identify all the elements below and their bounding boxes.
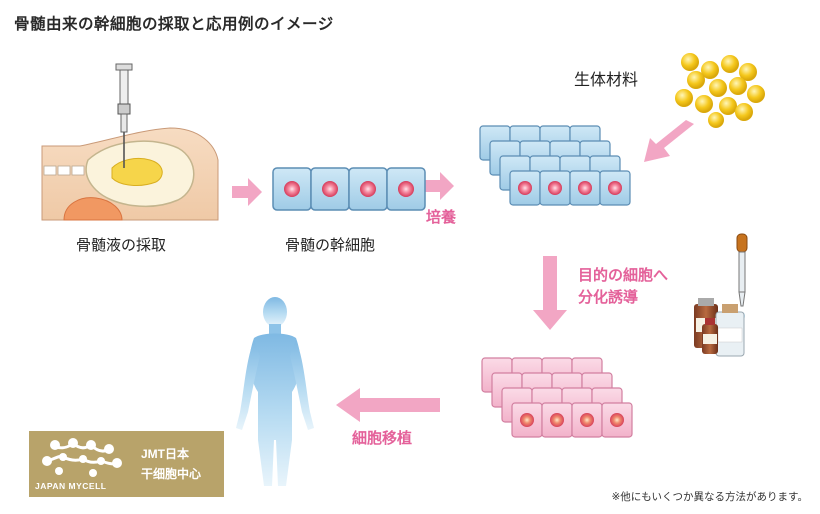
logo-brand-text: JAPAN MYCELL (35, 481, 107, 491)
mycell-logo-mark (42, 438, 122, 477)
human-body-icon (236, 297, 314, 486)
arrow-down (533, 256, 567, 330)
logo-center-text: 干细胞中心 (141, 467, 202, 481)
label-differentiation-2: 分化誘導 (578, 288, 639, 306)
arrow-right-1 (232, 178, 262, 206)
jmt-logo: JAPAN MYCELL JMT日本 干细胞中心 (29, 431, 224, 497)
cultured-cell (599, 170, 631, 206)
stem-cell (386, 167, 426, 211)
label-transplant: 細胞移植 (352, 429, 413, 447)
cultured-cell (509, 170, 541, 206)
differentiated-cell (601, 402, 633, 438)
page-title: 骨髄由来の幹細胞の採取と応用例のイメージ (14, 15, 334, 33)
biomaterial-granules (675, 53, 765, 128)
label-culture: 培養 (426, 208, 457, 226)
label-harvest: 骨髄液の採取 (76, 236, 167, 254)
stem-cell (272, 167, 312, 211)
arrow-left (336, 388, 440, 422)
differentiated-cell (511, 402, 543, 438)
label-biomaterial: 生体材料 (574, 70, 639, 89)
arrow-diagonal (644, 120, 694, 162)
label-stem-cells: 骨髄の幹細胞 (285, 236, 376, 254)
medicine-vials-icon (694, 298, 745, 357)
cultured-cell-stack (479, 125, 631, 206)
footnote: ※他にもいくつか異なる方法があります。 (611, 491, 808, 503)
cultured-cell (569, 170, 601, 206)
bone-marrow-harvest-illustration (41, 63, 219, 221)
arrows (232, 120, 694, 422)
differentiated-cell (571, 402, 603, 438)
cultured-cell (539, 170, 571, 206)
pipette-icon (736, 233, 748, 320)
arrow-right-2 (424, 172, 454, 200)
stem-cell-row (272, 167, 426, 211)
label-differentiation-1: 目的の細胞へ (578, 266, 669, 284)
logo-jmt-text: JMT日本 (141, 447, 190, 461)
stem-cell (310, 167, 350, 211)
stem-cell (348, 167, 388, 211)
differentiated-cell (541, 402, 573, 438)
syringe-icon (115, 63, 133, 168)
differentiated-cell-stack (481, 357, 633, 438)
